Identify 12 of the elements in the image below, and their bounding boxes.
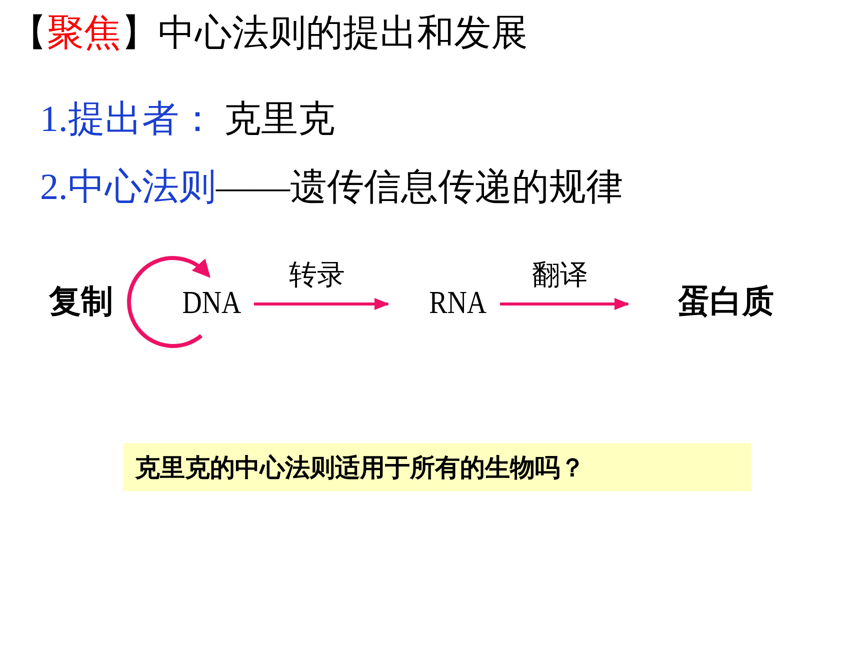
list-item-label: 2.中心法则 — [40, 166, 216, 210]
arrow — [500, 298, 630, 310]
molecule-label: DNA — [178, 280, 246, 324]
question-box: 克里克的中心法则适用于所有的生物吗？ — [123, 443, 751, 491]
arrow — [254, 298, 390, 310]
self-loop-arrow — [127, 256, 211, 348]
molecule-label: 蛋白质 — [664, 280, 788, 324]
list-item-text: 克里克 — [224, 98, 335, 142]
slide-title: 【聚焦】中心法则的提出和发展 — [10, 12, 528, 56]
molecule-label: RNA — [424, 280, 492, 324]
list-item-label: 1.提出者： — [40, 98, 216, 142]
list-item-text: ——遗传信息传递的规律 — [216, 166, 623, 210]
